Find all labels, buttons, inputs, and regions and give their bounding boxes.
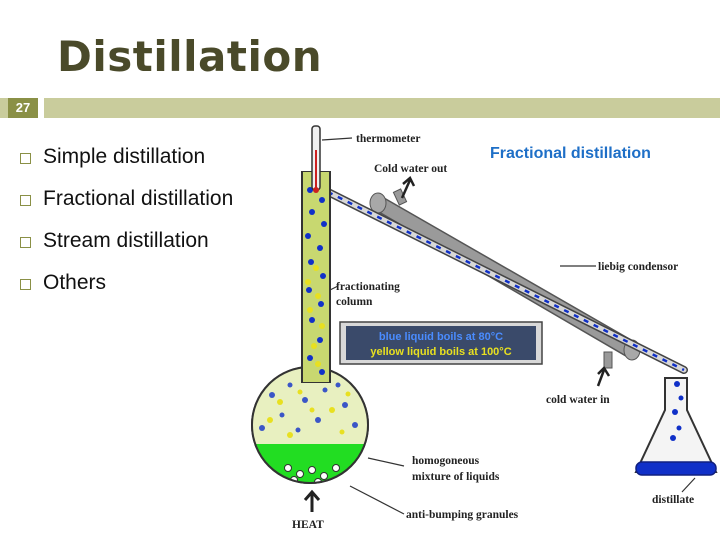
receiving-flask bbox=[634, 377, 718, 476]
yellow-liquid-label: yellow liquid boils at 100°C bbox=[370, 346, 511, 358]
square-bullet-icon bbox=[20, 152, 31, 164]
vapor-tube bbox=[324, 188, 688, 374]
distillate-label: distillate bbox=[652, 494, 694, 506]
bullet-list: Simple distillation Fractional distillat… bbox=[20, 136, 233, 304]
blue-liquid-label: blue liquid boils at 80°C bbox=[379, 331, 503, 343]
cold-water-out-label: Cold water out bbox=[374, 163, 447, 175]
square-bullet-icon bbox=[20, 236, 31, 248]
header-bar-right bbox=[44, 98, 720, 118]
anti-bumping-label: anti-bumping granules bbox=[406, 509, 519, 521]
slide-title: Distillation bbox=[57, 32, 323, 81]
leader-lines bbox=[321, 137, 696, 515]
square-bullet-icon bbox=[20, 194, 31, 206]
slide-number: 27 bbox=[8, 98, 38, 118]
bullet-item: Others bbox=[20, 262, 233, 304]
round-bottom-flask bbox=[251, 366, 369, 484]
homogeneous-mixture-label: mixture of liquids bbox=[412, 471, 500, 483]
thermometer bbox=[311, 125, 321, 193]
cold-water-in-label: cold water in bbox=[546, 394, 610, 406]
square-bullet-icon bbox=[20, 278, 31, 290]
heat-label: HEAT bbox=[292, 519, 324, 531]
diagram-caption: Fractional distillation bbox=[490, 145, 651, 162]
bullet-text: Simple distillation bbox=[43, 145, 206, 168]
boiling-point-box: blue liquid boils at 80°C yellow liquid … bbox=[339, 321, 543, 365]
bullet-item: Stream distillation bbox=[20, 220, 233, 262]
header-bar-left bbox=[0, 98, 8, 118]
bullet-item: Fractional distillation bbox=[20, 178, 233, 220]
bullet-text: Fractional distillation bbox=[43, 187, 234, 210]
thermometer-label: thermometer bbox=[356, 133, 421, 145]
arrow-icon bbox=[400, 176, 416, 199]
fractionating-column-label: fractionating bbox=[336, 281, 400, 293]
homogeneous-mixture-label: homogoneous bbox=[412, 455, 480, 467]
liebig-condenser-label: liebig condensor bbox=[598, 261, 678, 273]
fractionating-column-label: column bbox=[336, 296, 373, 308]
arrow-icon bbox=[596, 366, 611, 387]
bullet-item: Simple distillation bbox=[20, 136, 233, 178]
bullet-text: Others bbox=[43, 271, 107, 294]
fractionating-column bbox=[301, 171, 331, 383]
heat-arrow-icon bbox=[303, 489, 321, 512]
bullet-text: Stream distillation bbox=[43, 229, 209, 252]
